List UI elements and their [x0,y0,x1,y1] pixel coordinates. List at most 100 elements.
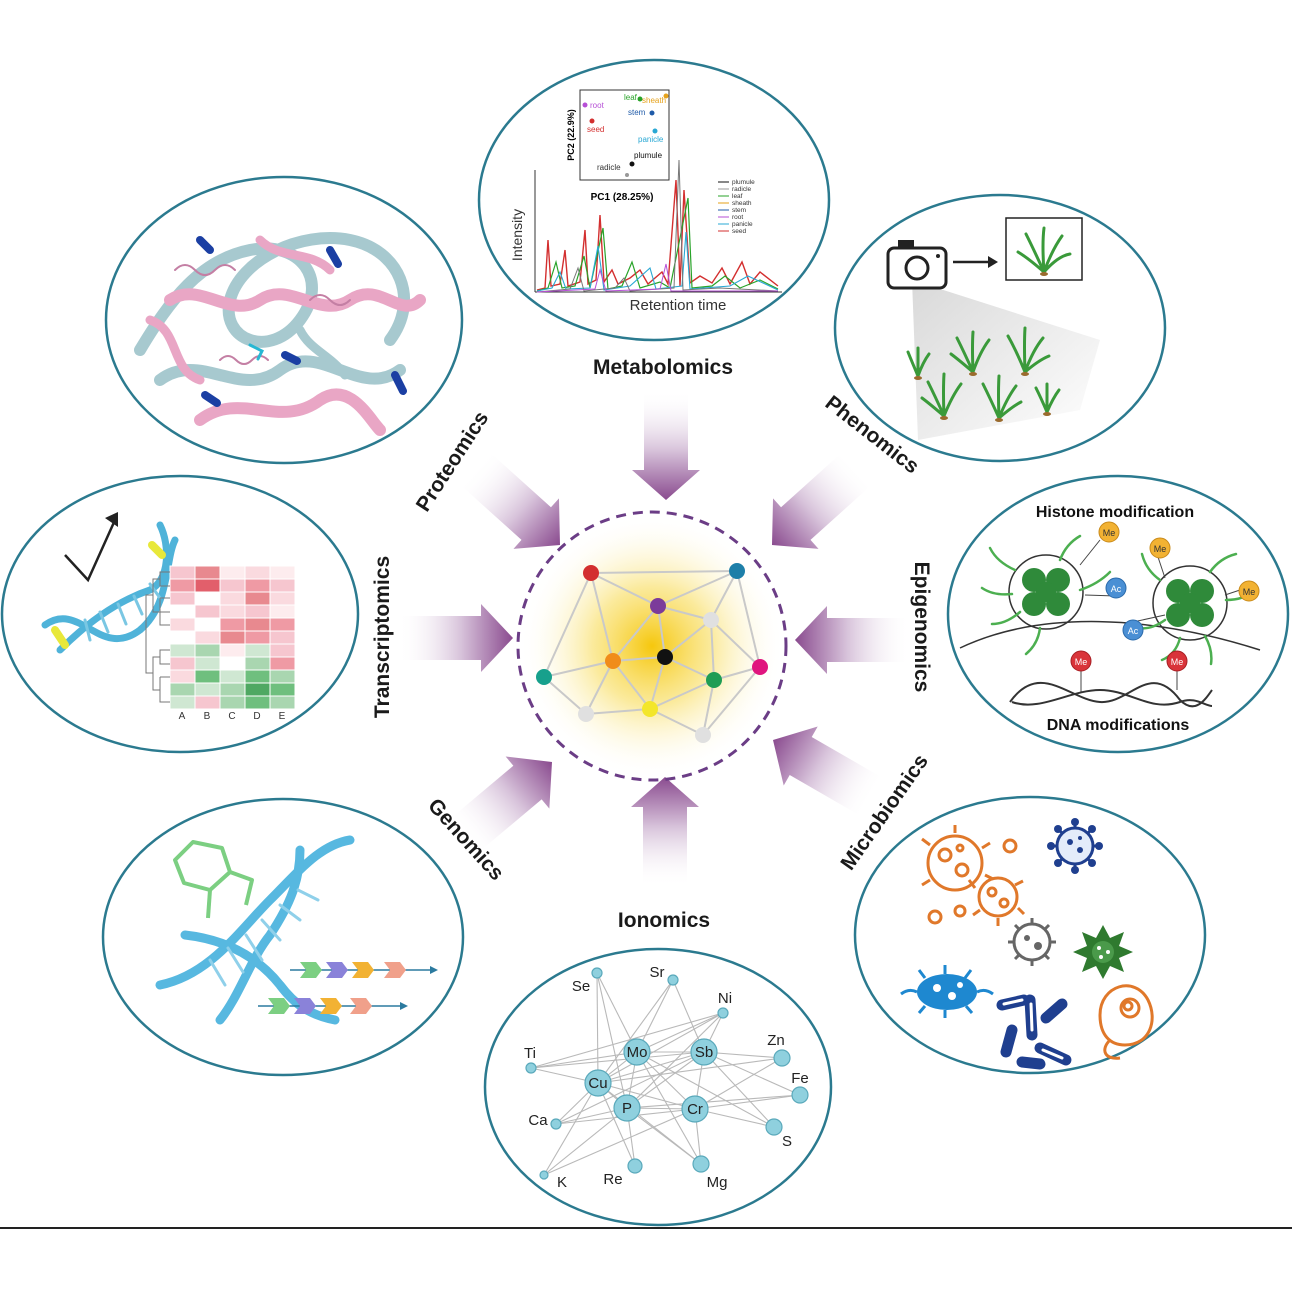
pca-xlabel: PC1 (28.25%) [591,192,654,203]
element-node-cu [584,1069,612,1097]
svg-text:Fe: Fe [791,1070,809,1087]
orange-cell-icon [1098,984,1154,1060]
element-node-mg [692,1155,710,1173]
svg-text:Ti: Ti [524,1045,536,1062]
element-node-s [765,1118,783,1136]
me-tag-icons: Me Me Me Me Me [1070,521,1260,692]
element-node-p [613,1094,641,1122]
network-node [583,565,599,581]
svg-text:stem: stem [628,108,646,117]
svg-text:E: E [279,711,286,722]
chromatogram-ylabel: Intensity [509,209,525,261]
svg-text:radicle: radicle [732,186,752,193]
element-node-mo [623,1038,651,1066]
element-node-ca [550,1118,562,1130]
element-node-re [627,1158,643,1174]
blue-bacterium-icon [900,965,994,1018]
dna-title: DNA modifications [1047,717,1190,734]
network-node [657,649,673,665]
arrow-from-epigenomics [795,606,910,674]
network-node [703,612,719,628]
svg-text:D: D [253,711,260,722]
epigenomics-content: Histone modification DNA modifications M… [959,504,1261,734]
element-node-cr [681,1095,709,1123]
svg-text:K: K [557,1174,567,1191]
transcriptomics-content: A B C D E [41,512,296,722]
svg-text:Ac: Ac [1111,584,1122,594]
network-node [605,653,621,669]
chromatogram-xlabel: Retention time [630,297,727,314]
element-node-zn [773,1049,791,1067]
svg-text:Cu: Cu [588,1075,607,1092]
svg-text:C: C [228,711,235,722]
genomics-panel [101,797,465,1077]
arrow-from-ionomics [631,777,699,887]
svg-text:A: A [179,711,186,722]
svg-text:radicle: radicle [597,163,621,172]
phenomics-content [886,217,1100,440]
svg-text:Se: Se [572,978,590,995]
bottom-rule [0,1227,1292,1229]
svg-text:plumule: plumule [634,151,663,160]
svg-text:Cr: Cr [687,1101,703,1118]
svg-text:Me: Me [1075,657,1088,667]
protein-structure-icon [134,232,426,436]
molecule-icon [173,840,254,919]
pca-box [579,89,670,181]
camera-icon [886,240,948,290]
element-node-sr [667,974,679,986]
ac-tag-icons: Ac Ac [1084,577,1166,641]
genomics-content [155,835,438,1025]
arrow-from-genomics [449,756,552,853]
svg-text:Me: Me [1154,544,1167,554]
network-node [578,706,594,722]
svg-text:Sb: Sb [695,1044,713,1061]
ionomics-network: Se Sr Ni Zn Fe S Mg Re K Ca Ti Mo Sb Cu … [524,964,809,1191]
svg-text:Sr: Sr [650,964,665,981]
dna-double-helix [1009,681,1213,708]
network-node [642,701,658,717]
dendrogram [145,571,170,703]
element-nodes [525,967,809,1180]
svg-text:plumule: plumule [732,179,755,186]
svg-text:root: root [732,214,743,221]
blue-virus-icon [1047,818,1103,874]
svg-text:leaf: leaf [624,93,638,102]
svg-text:stem: stem [732,207,746,214]
svg-text:root: root [590,101,605,110]
green-spiky-virus-icon [1073,925,1133,979]
arrow-from-phenomics [772,451,873,549]
label-metabolomics: Metabolomics [593,356,733,379]
nucleosome [1008,554,1084,630]
core-glow [520,514,784,778]
arrow-from-microbiomics [773,726,884,817]
heatmap [169,565,296,710]
arrow-right-icon [953,256,998,268]
svg-text:Ni: Ni [718,990,732,1007]
element-labels: Se Sr Ni Zn Fe S Mg Re K Ca Ti Mo Sb Cu … [524,964,809,1191]
svg-text:panicle: panicle [638,135,664,144]
dna-helix-icon [41,521,179,654]
arrow-from-proteomics [459,451,560,549]
core-edges [543,570,761,736]
svg-text:Me: Me [1171,657,1184,667]
svg-text:Ca: Ca [528,1112,548,1129]
element-node-ti [525,1062,537,1074]
element-node-ni [717,1007,729,1019]
nucleosome [1152,565,1228,641]
orange-virus-icon [921,825,1026,926]
central-network [516,510,788,782]
element-node-k [539,1170,549,1180]
svg-text:Me: Me [1103,528,1116,538]
dna-helix-icon [155,835,355,1025]
label-epigenomics: Epigenomics [910,562,933,693]
ionomics-panel [483,947,833,1227]
network-node [650,598,666,614]
element-node-se [591,967,603,979]
label-ionomics: Ionomics [618,909,710,932]
gray-virus-icon [1008,918,1056,966]
core-dashed-ring [516,510,788,782]
metabolomics-content: PC2 (22.9%) PC1 (28.25%) root seed leaf … [509,89,782,314]
svg-text:S: S [782,1133,792,1150]
